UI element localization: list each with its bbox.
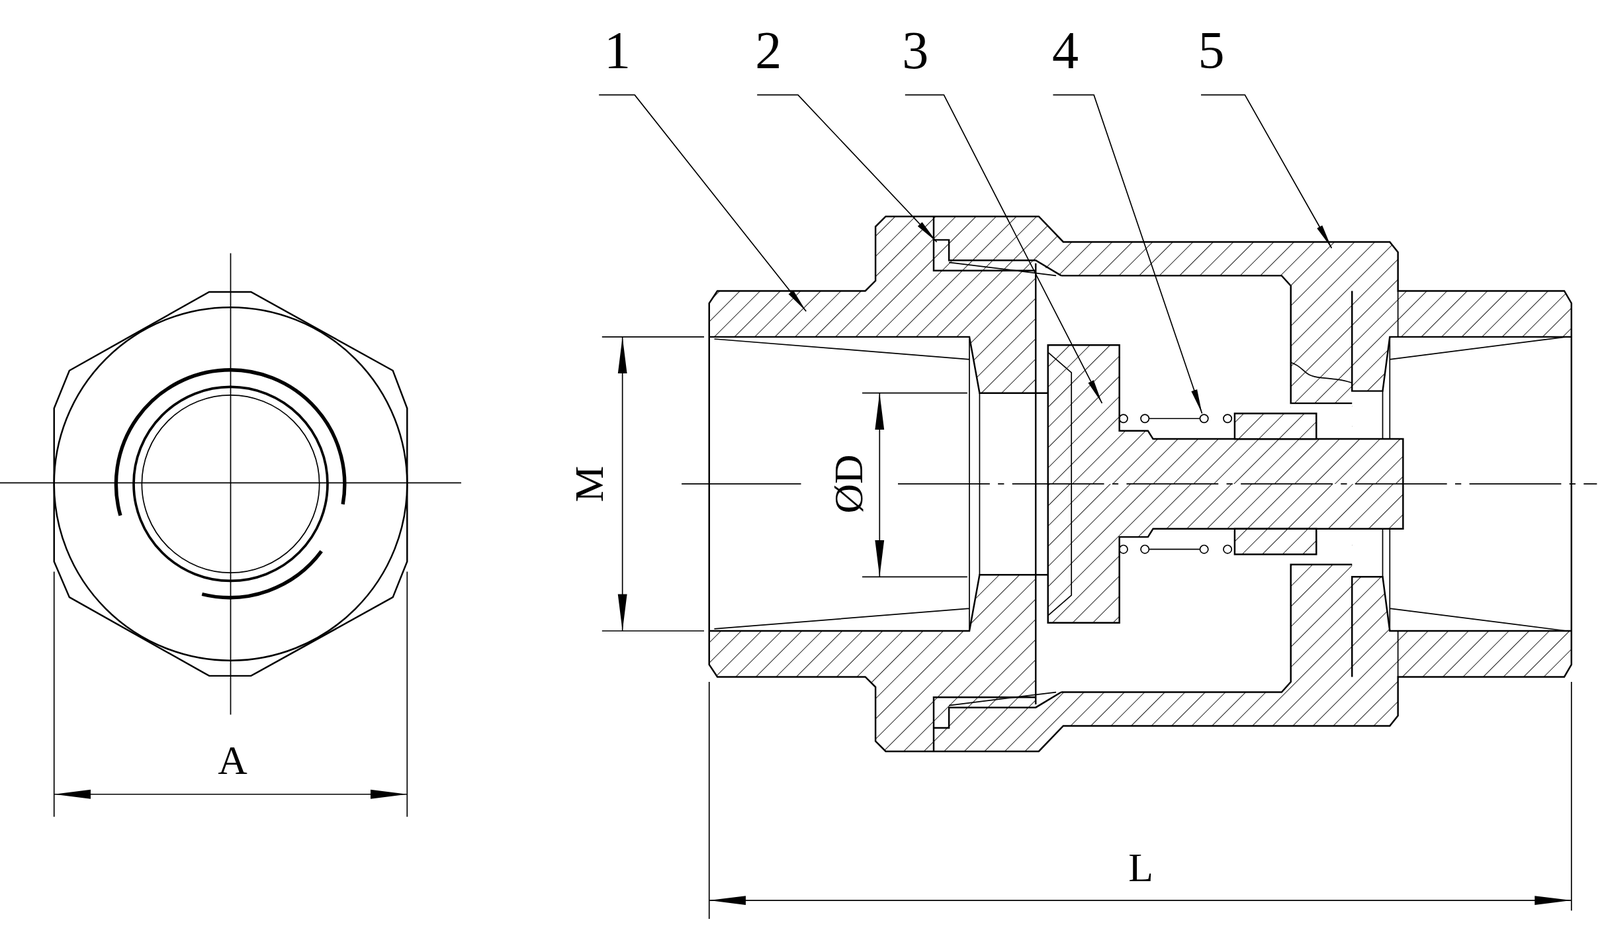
callout-number: 1 — [604, 24, 631, 78]
callout-number: 2 — [755, 24, 782, 78]
section-upper — [709, 336, 1049, 484]
end-view — [54, 793, 408, 795]
dimension-lines — [709, 899, 1572, 901]
section-lower — [933, 692, 1062, 752]
section-lower — [1119, 544, 1128, 553]
dimension-lines — [622, 336, 624, 631]
section-lower — [709, 483, 1049, 631]
dimension-label: ØD — [828, 453, 870, 513]
center-line — [681, 483, 801, 485]
section-upper — [1199, 414, 1208, 423]
section-upper — [1119, 414, 1128, 423]
leader-lines — [905, 94, 1103, 403]
dimension-label: A — [217, 739, 248, 781]
section-lower — [1223, 544, 1232, 553]
leader-lines — [598, 94, 1332, 413]
end-view — [0, 252, 462, 816]
section-upper — [709, 216, 1572, 484]
section-lower — [1234, 528, 1317, 555]
section-upper — [1048, 344, 1404, 484]
dimension-lines — [602, 629, 705, 632]
section-upper — [1234, 413, 1317, 440]
leader-lines — [598, 94, 806, 312]
section-lower — [709, 483, 1572, 752]
section-lower — [1119, 544, 1233, 553]
section-upper — [1382, 290, 1567, 484]
section-upper — [709, 216, 1572, 484]
center-line — [681, 483, 1597, 485]
section-lower — [709, 483, 1572, 752]
section-upper — [1290, 361, 1353, 383]
callout-number: 4 — [1052, 24, 1079, 78]
section-lower — [1148, 548, 1200, 550]
section-lower — [1382, 483, 1567, 677]
section-upper — [1148, 417, 1200, 419]
callout-number: 3 — [901, 24, 929, 78]
leader-lines — [1200, 94, 1332, 248]
dimension-lines — [862, 392, 968, 394]
section-upper — [1223, 414, 1232, 423]
end-view — [201, 551, 321, 598]
dimension-lines — [862, 575, 968, 578]
dimension-lines — [602, 336, 705, 338]
section-upper — [1048, 344, 1404, 484]
leader-lines — [756, 94, 937, 242]
section-upper — [948, 262, 1057, 276]
section-lower — [1199, 544, 1208, 553]
section-lower — [948, 692, 1057, 706]
section-lower — [709, 574, 1049, 631]
section-upper — [1140, 414, 1149, 423]
section-upper — [709, 336, 1049, 394]
end-view — [53, 571, 55, 817]
leader-lines — [1052, 94, 1202, 413]
callout-number: 5 — [1197, 24, 1225, 78]
section-upper — [1048, 352, 1072, 484]
section-lower — [1140, 544, 1149, 553]
section-upper — [933, 216, 1062, 276]
end-view — [406, 571, 408, 817]
dimension-lines — [878, 393, 881, 578]
section-upper — [709, 216, 1572, 484]
end-view — [230, 252, 232, 714]
center-line — [897, 483, 1597, 485]
dimension-label: M — [569, 465, 611, 503]
dimension-label: L — [1128, 846, 1154, 889]
dimension-lines — [708, 681, 711, 919]
section-lower — [1048, 483, 1404, 623]
section-upper — [1119, 414, 1233, 423]
section-lower — [1048, 483, 1072, 616]
section-lower — [1048, 483, 1404, 623]
dimension-lines — [1570, 681, 1573, 910]
dimension-lines — [602, 336, 1572, 919]
section-lower — [709, 483, 1572, 752]
